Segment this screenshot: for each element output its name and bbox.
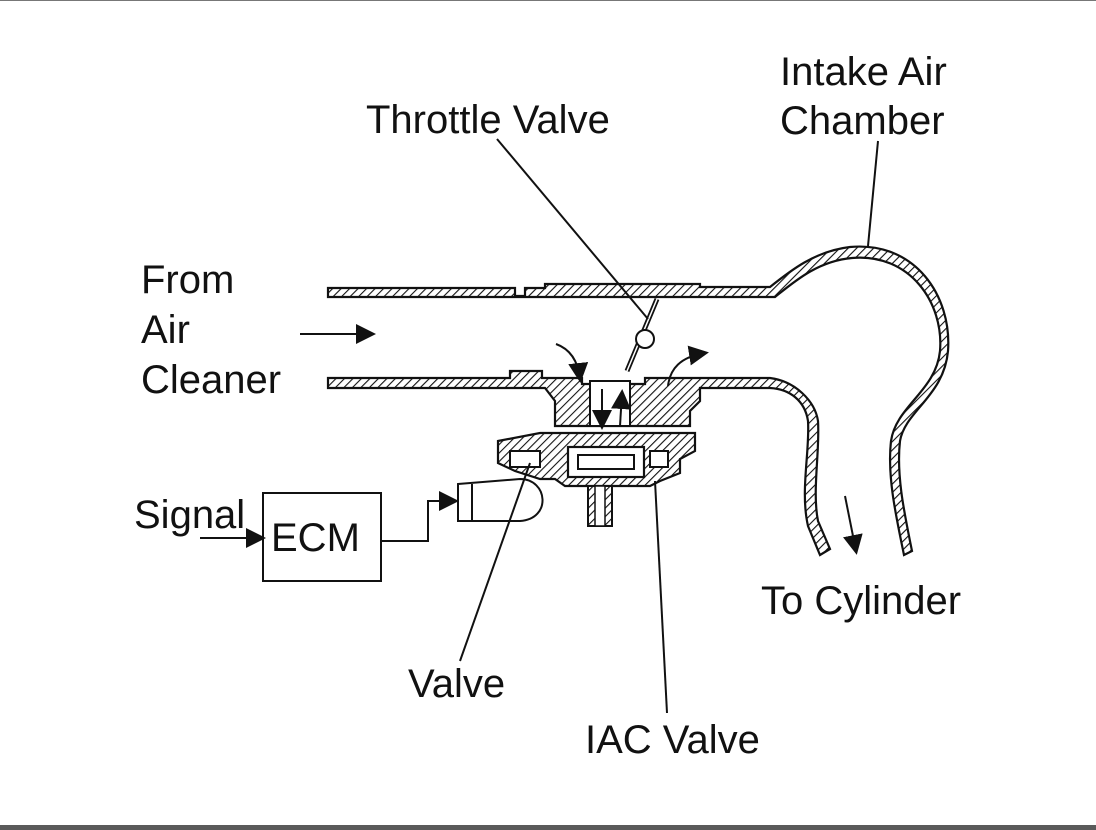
- throttle-valve-label: Throttle Valve: [366, 98, 610, 142]
- cylinder-flow-arrow: [843, 495, 863, 555]
- valve-label: Valve: [408, 662, 505, 706]
- cleaner-label: Cleaner: [141, 358, 281, 402]
- ecm-output-line: [381, 491, 459, 542]
- bypass-out-arrow: [667, 345, 709, 387]
- valve-leader: [459, 462, 531, 662]
- bypass-in-arrow: [555, 343, 589, 383]
- upper-duct-wall: [326, 245, 950, 557]
- to-cylinder-label: To Cylinder: [761, 579, 961, 623]
- intake-chamber-leader: [867, 140, 879, 247]
- from-label: From: [141, 258, 234, 302]
- iac-valve-leader: [654, 480, 668, 714]
- valve-seat: [509, 450, 541, 468]
- bypass-passage: [589, 380, 631, 427]
- signal-label: Signal: [134, 493, 245, 537]
- bottom-border-bar: [0, 825, 1096, 830]
- intake-air-label: Intake Air: [780, 50, 947, 94]
- iac-connector: [457, 477, 544, 522]
- iac-valve-label: IAC Valve: [585, 718, 760, 762]
- valve-end-cap: [649, 450, 669, 468]
- bypass-up-arrow: [611, 389, 632, 427]
- lower-duct-wall: [326, 369, 832, 557]
- throttle-leader: [496, 138, 649, 320]
- chamber-label: Chamber: [780, 99, 945, 143]
- ecm-box: [262, 492, 382, 582]
- throttle-shaft-icon: [635, 329, 655, 349]
- iac-valve-core: [577, 454, 635, 470]
- air-label: Air: [141, 308, 190, 352]
- ecm-label: ECM: [271, 516, 360, 560]
- outlet-pipe-bore: [594, 485, 606, 527]
